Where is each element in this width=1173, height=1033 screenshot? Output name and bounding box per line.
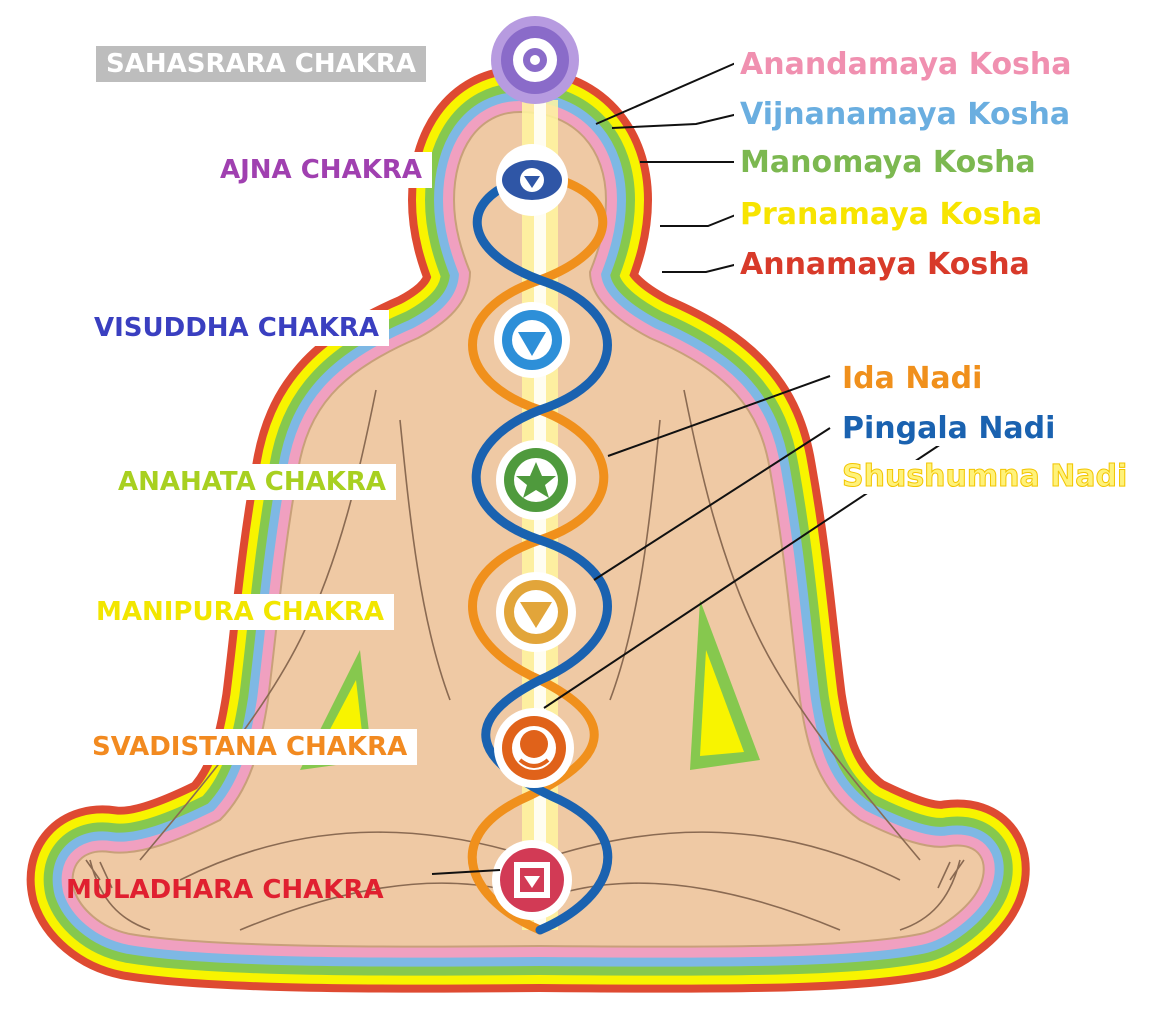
ida-nadi-label: Ida Nadi (836, 362, 988, 396)
ajna-chakra-label: AJNA CHAKRA (210, 152, 432, 188)
pranamaya-kosha-label: Pranamaya Kosha (734, 198, 1048, 232)
muladhara-chakra-label: MULADHARA CHAKRA (56, 872, 394, 908)
anandamaya-leader (596, 62, 738, 124)
muladhara-symbol (492, 840, 572, 920)
anahata-symbol (496, 440, 576, 520)
visuddha-chakra-label: VISUDDHA CHAKRA (84, 310, 389, 346)
pranamaya-leader (660, 214, 738, 226)
annamaya-leader (662, 264, 738, 272)
anahata-chakra-label: ANAHATA CHAKRA (108, 464, 396, 500)
vijnanamaya-kosha-label: Vijnanamaya Kosha (734, 98, 1076, 132)
visuddha-symbol (494, 302, 570, 378)
annamaya-kosha-label: Annamaya Kosha (734, 248, 1036, 282)
anandamaya-kosha-label: Anandamaya Kosha (734, 48, 1078, 82)
sushumna-nadi-label: Shushumna Nadi (836, 460, 1133, 494)
sahasrara-symbol (491, 16, 579, 104)
sahasrara-chakra-label: SAHASRARA CHAKRA (96, 46, 426, 82)
svadistana-symbol (494, 708, 574, 788)
svadistana-chakra-label: SVADISTANA CHAKRA (82, 729, 417, 765)
ajna-symbol (496, 144, 568, 216)
manomaya-kosha-label: Manomaya Kosha (734, 146, 1042, 180)
manipura-symbol (496, 572, 576, 652)
manipura-chakra-label: MANIPURA CHAKRA (86, 594, 394, 630)
pingala-nadi-label: Pingala Nadi (836, 412, 1061, 446)
